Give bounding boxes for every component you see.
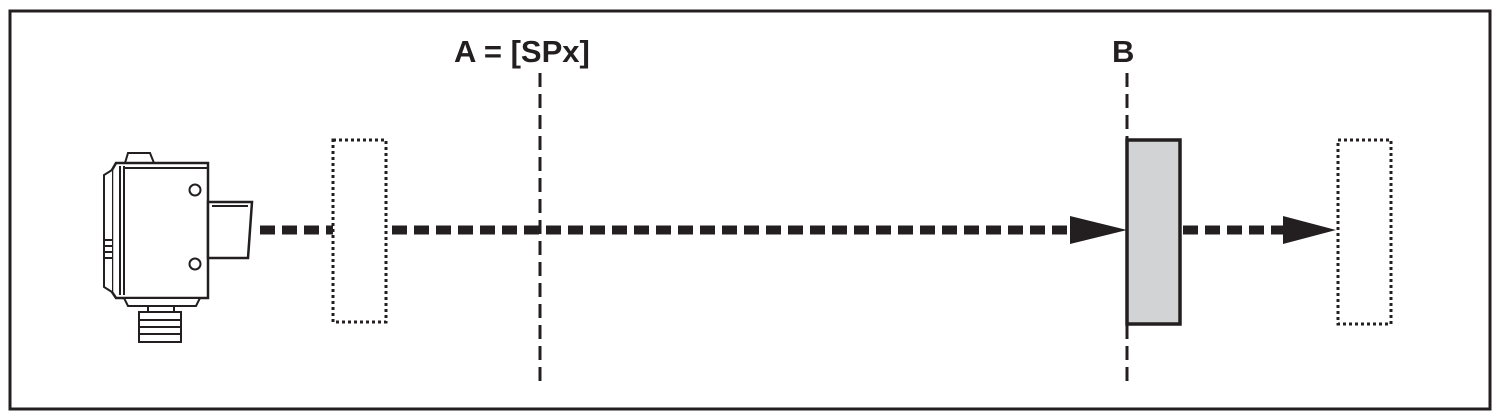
label-a: A = [SPx] [454, 34, 590, 69]
object-far-outline [1336, 138, 1393, 326]
label-b: B [1112, 34, 1134, 69]
light-beam-continued [1183, 216, 1336, 244]
diagram-frame [8, 9, 1492, 411]
object-near-outline [331, 138, 388, 324]
beam-arrowhead [1070, 216, 1127, 244]
target-object [1125, 138, 1182, 326]
photoelectric-sensor-icon [103, 152, 254, 343]
light-beam [260, 216, 1127, 244]
beam-arrowhead-2 [1283, 216, 1336, 244]
